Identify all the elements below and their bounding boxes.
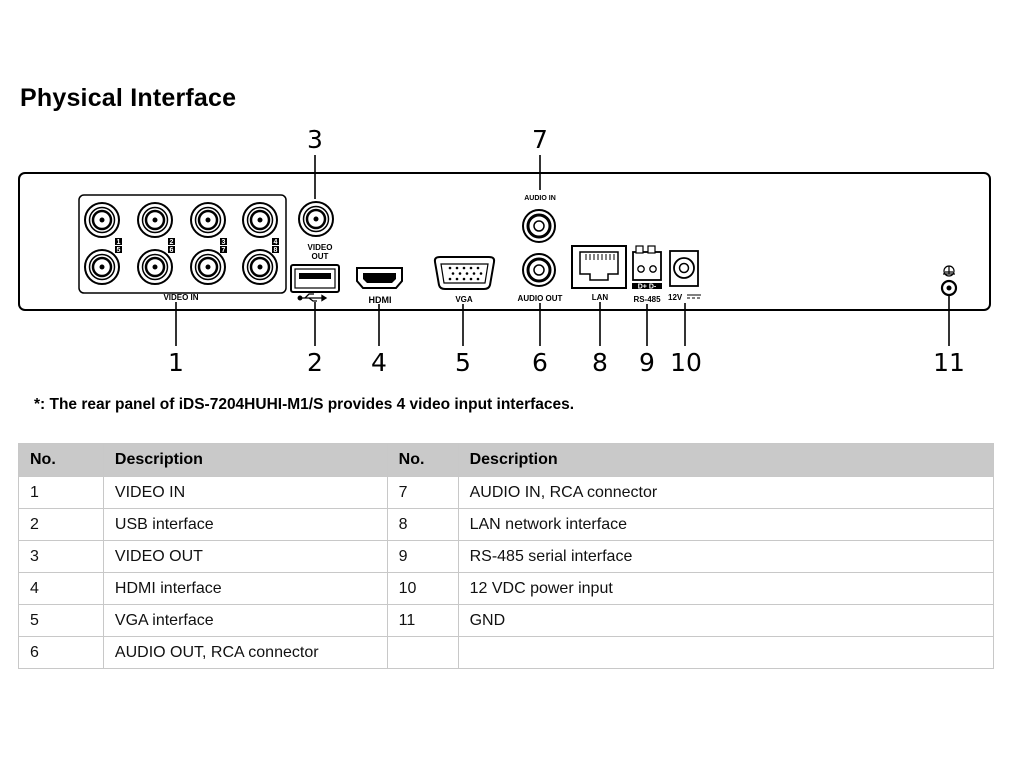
bnc-port-5 (83, 248, 121, 286)
video-out-label-2: OUT (312, 252, 329, 261)
power-label: 12V (668, 293, 683, 302)
bnc-number-5: 5 (117, 247, 121, 254)
table-cell: AUDIO IN, RCA connector (457, 476, 995, 509)
video-out-port: VIDEO OUT (297, 200, 335, 261)
callout-3: 3 (307, 125, 323, 154)
header-no-right: No. (386, 443, 459, 477)
callout-2: 2 (307, 348, 323, 377)
callout-10: 10 (670, 348, 702, 377)
table-row: 5 VGA interface 11 GND (18, 604, 995, 637)
gnd-terminal (940, 265, 958, 297)
table-cell: VIDEO IN (102, 476, 388, 509)
lan-label: LAN (592, 293, 609, 302)
video-in-label: VIDEO IN (163, 293, 198, 302)
lan-port: LAN (571, 245, 627, 302)
usb-icon (297, 293, 328, 302)
page-title: Physical Interface (20, 84, 237, 112)
audio-in-label: AUDIO IN (524, 195, 556, 202)
audio-out-label: AUDIO OUT (518, 294, 563, 303)
table-row: 1 VIDEO IN 7 AUDIO IN, RCA connector (18, 476, 995, 509)
rs485-label: RS-485 (633, 295, 661, 304)
dc-symbol-icon (687, 294, 701, 299)
callout-4: 4 (371, 348, 387, 377)
bnc-port-4 (241, 201, 279, 239)
rs485-pins-label: D+ D- (638, 284, 657, 291)
video-out-label-1: VIDEO (308, 243, 333, 252)
table-cell: HDMI interface (102, 572, 388, 605)
hdmi-logo: HDMI (369, 295, 392, 305)
vga-label: VGA (455, 295, 473, 304)
table-cell: 12 VDC power input (457, 572, 995, 605)
table-row: 2 USB interface 8 LAN network interface (18, 508, 995, 541)
callout-8: 8 (592, 348, 608, 377)
table-cell (457, 636, 995, 669)
table-cell: 11 (386, 604, 459, 637)
bnc-port-7 (189, 248, 227, 286)
table-cell: 4 (18, 572, 104, 605)
callout-1: 1 (168, 348, 184, 377)
bnc-port-6 (136, 248, 174, 286)
table-cell (386, 636, 459, 669)
table-header-row: No. Description No. Description (18, 443, 995, 477)
callout-11: 11 (933, 348, 965, 377)
bnc-port-3 (189, 201, 227, 239)
power-port: 12V (668, 250, 701, 302)
footnote: *: The rear panel of iDS-7204HUHI-M1/S p… (34, 396, 575, 413)
header-no-left: No. (18, 443, 104, 477)
bnc-number-1: 1 (117, 239, 121, 246)
callout-lines (175, 155, 950, 346)
bnc-number-4: 4 (274, 239, 278, 246)
table-cell: 10 (386, 572, 459, 605)
rs485-port: D+ D- RS-485 (632, 245, 662, 304)
table-cell: 9 (386, 540, 459, 573)
bnc-number-8: 8 (274, 247, 278, 254)
callout-5: 5 (455, 348, 471, 377)
bnc-number-6: 6 (170, 247, 174, 254)
bnc-port-8 (241, 248, 279, 286)
table-cell: VGA interface (102, 604, 388, 637)
table-cell: 6 (18, 636, 104, 669)
callout-6: 6 (532, 348, 548, 377)
table-cell: VIDEO OUT (102, 540, 388, 573)
header-description-left: Description (102, 443, 388, 477)
bnc-number-badges: 1 5 2 6 3 7 4 8 (115, 238, 279, 254)
video-in-ports: 1 5 2 6 3 7 4 8 VIDEO IN (78, 194, 287, 302)
audio-in-port: AUDIO IN (521, 195, 557, 244)
bnc-number-2: 2 (170, 239, 174, 246)
table-row: 6 AUDIO OUT, RCA connector (18, 636, 995, 669)
ground-icon (943, 265, 955, 277)
vga-pins (448, 266, 483, 281)
table-cell: 7 (386, 476, 459, 509)
table-cell: 5 (18, 604, 104, 637)
callout-9: 9 (639, 348, 655, 377)
interface-table: No. Description No. Description 1 VIDEO … (18, 443, 995, 669)
vga-port: VGA (433, 256, 496, 304)
callout-7: 7 (532, 125, 548, 154)
table-cell: 3 (18, 540, 104, 573)
table-row: 4 HDMI interface 10 12 VDC power input (18, 572, 995, 605)
callout-numbers: 1 2 3 4 5 6 7 8 9 10 11 (168, 125, 965, 377)
bnc-port-1 (83, 201, 121, 239)
hdmi-port: HDMI (356, 267, 403, 305)
rear-panel-diagram: 1 5 2 6 3 7 4 8 VIDEO IN VIDEO OUT (18, 125, 991, 377)
bnc-port-2 (136, 201, 174, 239)
table-cell: RS-485 serial interface (457, 540, 995, 573)
table-cell: LAN network interface (457, 508, 995, 541)
header-description-right: Description (457, 443, 995, 477)
table-row: 3 VIDEO OUT 9 RS-485 serial interface (18, 540, 995, 573)
table-cell: USB interface (102, 508, 388, 541)
bnc-number-7: 7 (222, 247, 226, 254)
audio-out-port: AUDIO OUT (518, 252, 563, 303)
table-cell: 1 (18, 476, 104, 509)
bnc-number-3: 3 (222, 239, 226, 246)
usb-port (290, 264, 340, 302)
table-cell: AUDIO OUT, RCA connector (102, 636, 388, 669)
table-cell: GND (457, 604, 995, 637)
table-cell: 8 (386, 508, 459, 541)
table-cell: 2 (18, 508, 104, 541)
